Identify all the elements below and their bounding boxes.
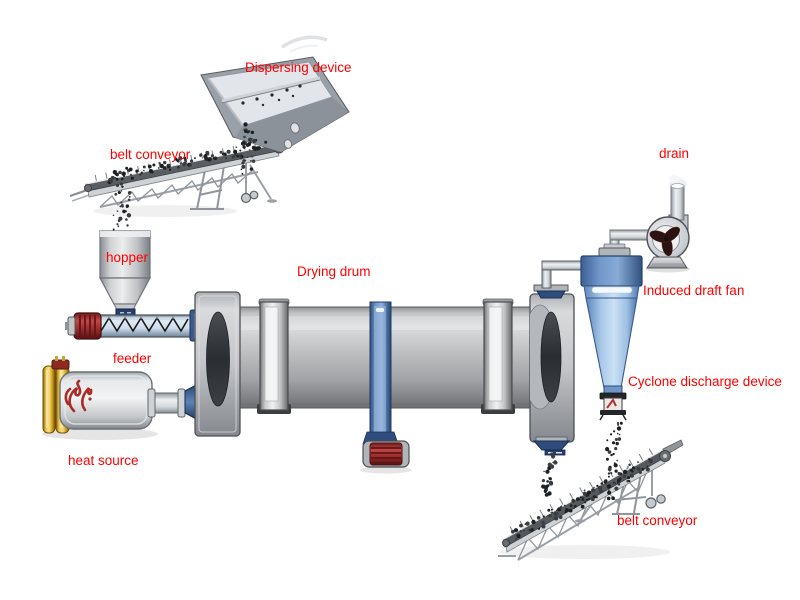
drum-drive-assembly (362, 301, 410, 468)
particles-on-top-conveyor (107, 140, 268, 185)
duct-to-cyclone (541, 260, 585, 289)
hopper (98, 230, 152, 318)
cyclone-discharge-valve (599, 392, 627, 421)
drum-discharge-head (529, 284, 575, 456)
particles-from-cyclone (603, 421, 623, 501)
particles-into-hopper (112, 182, 132, 231)
induced-draft-fan (646, 175, 690, 269)
particles-from-drum-discharge (541, 452, 558, 497)
drum-riding-ring-left (257, 298, 291, 414)
drum-riding-ring-right (481, 298, 515, 414)
drain-stack (670, 185, 685, 221)
particles-on-bottom-conveyor (511, 458, 653, 541)
belt-conveyor-bottom (498, 439, 684, 561)
dispersing-device (200, 35, 350, 153)
flame-icon (64, 379, 93, 413)
discharge-outlet (532, 440, 571, 451)
feeder-screw-conveyor (65, 309, 201, 342)
cyclone-separator (580, 243, 643, 395)
heat-source (42, 356, 201, 434)
feeder-motor (73, 312, 102, 340)
disperser-paddles (241, 84, 302, 107)
belt-conveyor-top (69, 139, 285, 210)
drum-inlet-head (194, 291, 241, 437)
